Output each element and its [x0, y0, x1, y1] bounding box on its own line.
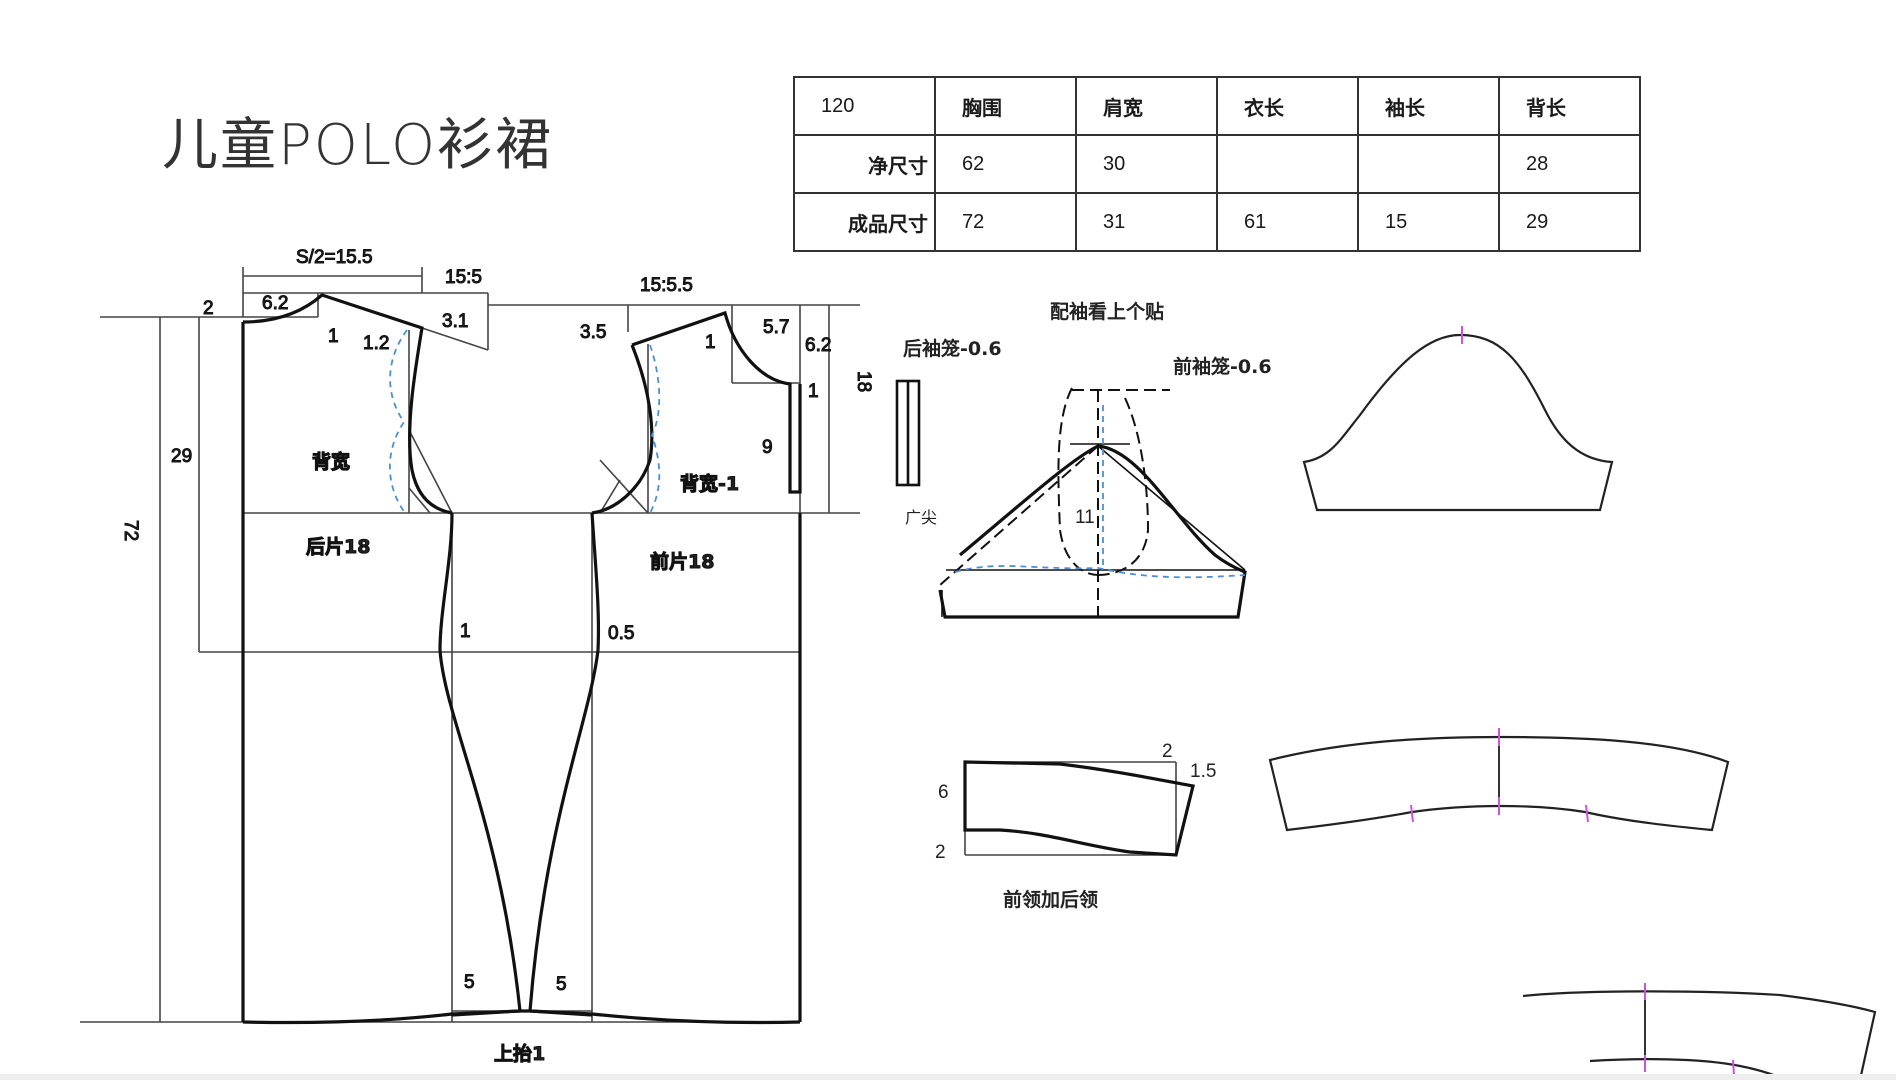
- back-shoulder-extend-label: 3.1: [442, 311, 468, 332]
- front-waist-label: 0.5: [608, 623, 634, 644]
- notch-marks: [1410, 728, 1589, 823]
- page-title: 儿童POLO衫裙: [162, 113, 554, 178]
- table-cell: 31: [1075, 192, 1218, 252]
- side-mark-label: 广尖: [905, 509, 937, 527]
- front-armhole-label: 前袖笼-0.6: [1173, 355, 1272, 378]
- table-cell: 61: [1216, 192, 1359, 252]
- hem-right-label: 5: [556, 974, 567, 995]
- row-label: 成品尺寸: [793, 192, 936, 252]
- blue-dashed-curves: [389, 329, 661, 514]
- pattern-outline: [241, 293, 802, 1025]
- collar-tip-rise-label: 2: [1162, 741, 1173, 762]
- column-header: 肩宽: [1075, 76, 1218, 136]
- column-header: 背长: [1498, 76, 1641, 136]
- table-cell: 29: [1498, 192, 1641, 252]
- table-header-row: 120 胸围 肩宽 衣长 袖长 背长: [793, 76, 1641, 136]
- sleeve-draft: 配袖看上个贴 后袖笼-0.6 前袖笼-0.6 11 广尖: [895, 300, 1272, 620]
- table-cell: 72: [934, 192, 1077, 252]
- back-neck-depth-label: 2: [203, 298, 214, 319]
- front-neck-width-label: 5.7: [763, 317, 789, 338]
- size-cell: 120: [793, 76, 936, 136]
- sleeve-strip: [895, 379, 921, 487]
- collar-draft: 2 1.5 6 2 前领加后领: [935, 741, 1216, 911]
- front-shoulder-drop-label: 1: [705, 332, 716, 353]
- collar-height-label: 6: [938, 782, 949, 803]
- back-armhole-offset-label: 1.2: [363, 333, 389, 354]
- collar-tip-extend-label: 1.5: [1190, 761, 1216, 782]
- back-shoulder-slope-label: 15:5: [445, 267, 482, 288]
- column-header: 胸围: [934, 76, 1077, 136]
- collar-piece-partial: [1522, 983, 1877, 1080]
- guide-lines: [80, 267, 860, 1023]
- collar-labels: 2 1.5 6 2 前领加后领: [935, 741, 1216, 911]
- back-neck-width-label: 6.2: [262, 293, 288, 314]
- main-pattern: S/2=15.5 15:5 15:5.5 6.2 2 1 1.2 3.1 3.5…: [80, 247, 875, 1066]
- table-cell: 62: [934, 134, 1077, 194]
- collar-stand-label: 2: [935, 842, 946, 863]
- front-neck-depth-label: 6.2: [805, 335, 831, 356]
- sleeve-dashed-construction: [939, 387, 1170, 620]
- column-header: 衣长: [1216, 76, 1359, 136]
- table-cell: 28: [1498, 134, 1641, 194]
- front-shoulder-slope-label: 15:5.5: [640, 275, 693, 296]
- table-cell: 30: [1075, 134, 1218, 194]
- table-cell: 15: [1357, 192, 1500, 252]
- back-length-label: 29: [171, 446, 192, 467]
- back-piece-label: 后片18: [306, 535, 370, 558]
- row-label: 净尺寸: [793, 134, 936, 194]
- table-cell: [1216, 134, 1359, 194]
- size-spec-table: 120 胸围 肩宽 衣长 袖长 背长 净尺寸 62 30 28 成品尺寸 72 …: [793, 76, 1641, 252]
- front-width-label: 背宽-1: [680, 472, 739, 495]
- sleeve-outline: [938, 444, 1247, 619]
- table-row: 成品尺寸 72 31 61 15 29: [793, 192, 1641, 252]
- back-armhole-label: 后袖笼-0.6: [903, 337, 1002, 360]
- column-header: 袖长: [1357, 76, 1500, 136]
- bottom-bar: [0, 1074, 1896, 1080]
- back-shoulder-drop-label: 1: [328, 326, 339, 347]
- total-length-label: 72: [120, 520, 141, 541]
- front-shoulder-offset-label: 3.5: [580, 322, 606, 343]
- notch-marks: [1644, 983, 1735, 1077]
- cap-height-label: 11: [1075, 507, 1095, 528]
- hem-lift-label: 上抬1: [494, 1042, 545, 1065]
- table-cell: [1357, 134, 1500, 194]
- sleeve-note-label: 配袖看上个贴: [1050, 300, 1164, 323]
- main-pattern-labels: S/2=15.5 15:5 15:5.5 6.2 2 1 1.2 3.1 3.5…: [120, 247, 875, 1066]
- placket-offset-label: 1: [808, 381, 819, 402]
- sleeve-piece: [1302, 326, 1614, 512]
- armhole-depth-label: 18: [853, 371, 874, 392]
- hem-left-label: 5: [464, 972, 475, 993]
- collar-caption: 前领加后领: [1003, 888, 1098, 911]
- placket-length-label: 9: [762, 437, 773, 458]
- collar-piece: [1268, 728, 1730, 832]
- front-piece-label: 前片18: [650, 550, 714, 573]
- shoulder-half-label: S/2=15.5: [296, 247, 373, 268]
- back-waist-label: 1: [460, 621, 471, 642]
- back-width-label: 背宽: [312, 450, 350, 473]
- sleeve-labels: 配袖看上个贴 后袖笼-0.6 前袖笼-0.6 11 广尖: [903, 300, 1272, 528]
- table-row: 净尺寸 62 30 28: [793, 134, 1641, 194]
- sleeve-blue-dashed: [954, 405, 1246, 579]
